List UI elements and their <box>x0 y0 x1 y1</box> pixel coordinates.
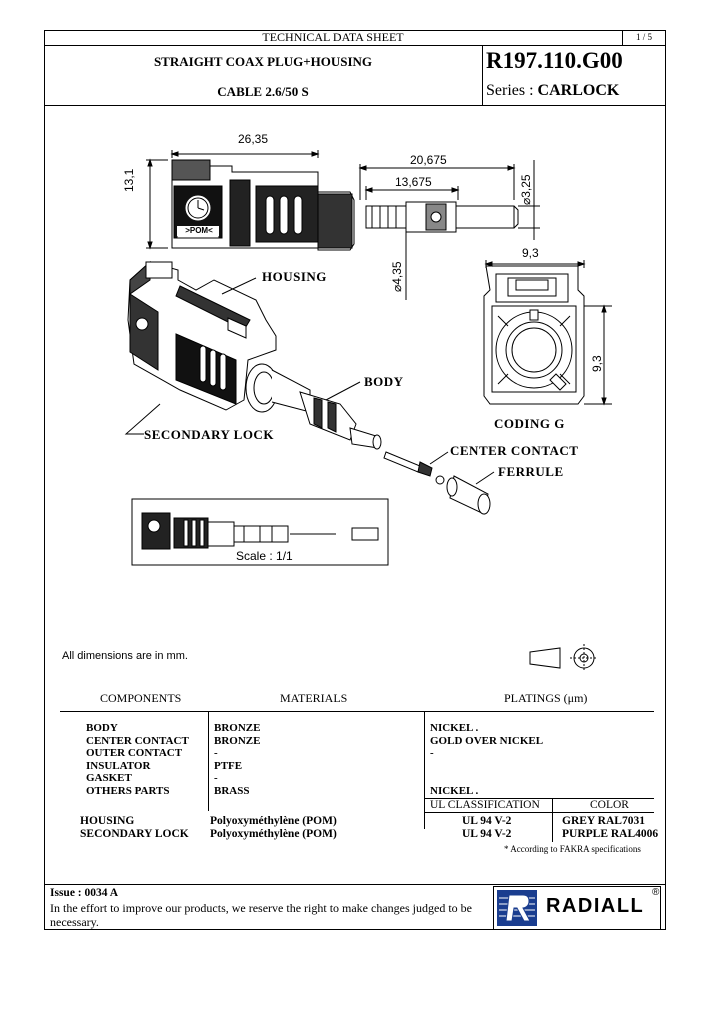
table-row: OUTER CONTACT <box>86 747 183 759</box>
projection-symbol-icon <box>529 644 598 672</box>
label-housing: HOUSING <box>262 269 327 284</box>
table-rule-a <box>208 711 209 811</box>
table-row: BRONZE <box>214 722 261 734</box>
series-line: Series : CARLOCK <box>486 82 619 100</box>
fakra-footnote: * According to FAKRA specifications <box>504 844 641 854</box>
isometric-assembly <box>127 260 491 515</box>
series-name: CARLOCK <box>537 82 620 99</box>
header-bottom-rule <box>44 105 666 106</box>
label-center-contact: CENTER CONTACT <box>450 443 579 458</box>
table-row: NICKEL . <box>430 784 479 797</box>
pom-label: >POM< <box>185 226 213 235</box>
table-row: BRASS <box>214 784 250 797</box>
scale-label: Scale : 1/1 <box>236 549 293 563</box>
table-row: INSULATOR <box>86 759 151 772</box>
table-row: Polyoxyméthylène (POM) <box>210 828 337 840</box>
color-header: COLOR <box>590 799 629 811</box>
table-row: GREY RAL7031 <box>562 815 645 827</box>
product-cable: CABLE 2.6/50 S <box>217 84 309 99</box>
table-row <box>430 772 543 785</box>
header-divider <box>44 45 666 46</box>
table-row <box>430 760 543 773</box>
change-notice: In the effort to improve our products, w… <box>50 901 472 929</box>
side-view-contact <box>365 201 519 233</box>
doc-title: TECHNICAL DATA SHEET <box>262 30 404 44</box>
table-row: - <box>430 747 434 759</box>
dim-contact-long: 20,675 <box>410 153 447 167</box>
front-view-housing <box>483 265 585 405</box>
plastic-materials: Polyoxyméthylène (POM) Polyoxyméthylène … <box>210 815 337 841</box>
dimensions-note: All dimensions are in mm. <box>62 650 188 662</box>
side-view-housing <box>171 159 355 251</box>
col-materials: MATERIALS <box>280 691 348 705</box>
table-header-rule <box>60 711 654 712</box>
series-label: Series : <box>486 82 538 99</box>
dim-diameter-large: ⌀4,35 <box>390 261 404 292</box>
table-row: - <box>214 772 218 784</box>
materials-list: BRONZE BRONZE - PTFE - BRASS <box>214 722 260 797</box>
ul-vertical-rule <box>552 798 553 842</box>
product-title: STRAIGHT COAX PLUG+HOUSING <box>153 54 373 69</box>
coding-label: CODING G <box>494 416 565 431</box>
table-row: UL 94 V-2 <box>462 828 512 840</box>
dim-length: 26,35 <box>238 132 269 146</box>
dim-contact-short: 13,675 <box>395 175 432 189</box>
brand-box: RADIALL ® <box>493 886 661 930</box>
issue-number: Issue : 0034 A <box>50 887 119 899</box>
page-box-rule <box>622 30 623 45</box>
table-row: CENTER CONTACT <box>86 734 189 747</box>
col-platings: PLATINGS (μm) <box>504 691 588 705</box>
plastic-ul: UL 94 V-2 UL 94 V-2 <box>462 815 511 841</box>
label-ferrule: FERRULE <box>498 464 564 479</box>
table-row: UL 94 V-2 <box>462 815 512 827</box>
header-vertical-rule <box>482 45 483 105</box>
scale-view <box>131 498 389 566</box>
table-row: BRONZE <box>214 734 261 747</box>
dim-diameter-small: ⌀3,25 <box>519 174 533 205</box>
table-row: PTFE <box>214 759 243 772</box>
plastic-colors: GREY RAL7031 PURPLE RAL4006 <box>562 815 658 841</box>
table-row: HOUSING <box>80 815 135 827</box>
plastic-components: HOUSING SECONDARY LOCK <box>80 815 189 841</box>
table-row: Polyoxyméthylène (POM) <box>210 815 337 827</box>
ul-top-rule <box>424 798 654 799</box>
brand-name: RADIALL <box>546 895 645 917</box>
footer-rule <box>44 884 666 885</box>
table-row: BODY <box>86 722 118 734</box>
dim-height: 13,1 <box>122 168 136 192</box>
sheet-frame <box>44 30 666 930</box>
page-number: 1 / 5 <box>635 32 652 42</box>
ul-header-rule <box>424 812 654 813</box>
radiall-logo-icon <box>497 890 537 926</box>
platings-list: NICKEL . GOLD OVER NICKEL - NICKEL . <box>430 722 543 797</box>
table-row: - <box>214 747 218 759</box>
col-components: COMPONENTS <box>100 691 182 705</box>
dim-side: 9,3 <box>590 355 604 372</box>
label-body: BODY <box>364 374 404 389</box>
table-rule-b <box>424 711 425 829</box>
part-number: R197.110.G00 <box>486 48 623 73</box>
table-row: PURPLE RAL4006 <box>562 828 659 840</box>
components-list: BODY CENTER CONTACT OUTER CONTACT INSULA… <box>86 722 189 797</box>
dim-width: 9,3 <box>522 246 539 260</box>
table-row: GOLD OVER NICKEL <box>430 734 544 747</box>
ul-header: UL CLASSIFICATION <box>430 799 540 811</box>
table-row: NICKEL . <box>430 722 479 734</box>
table-row: SECONDARY LOCK <box>80 828 189 840</box>
table-row: OTHERS PARTS <box>86 784 170 797</box>
registered-mark: ® <box>652 887 660 898</box>
label-secondary-lock: SECONDARY LOCK <box>144 427 274 442</box>
table-row: GASKET <box>86 772 132 784</box>
